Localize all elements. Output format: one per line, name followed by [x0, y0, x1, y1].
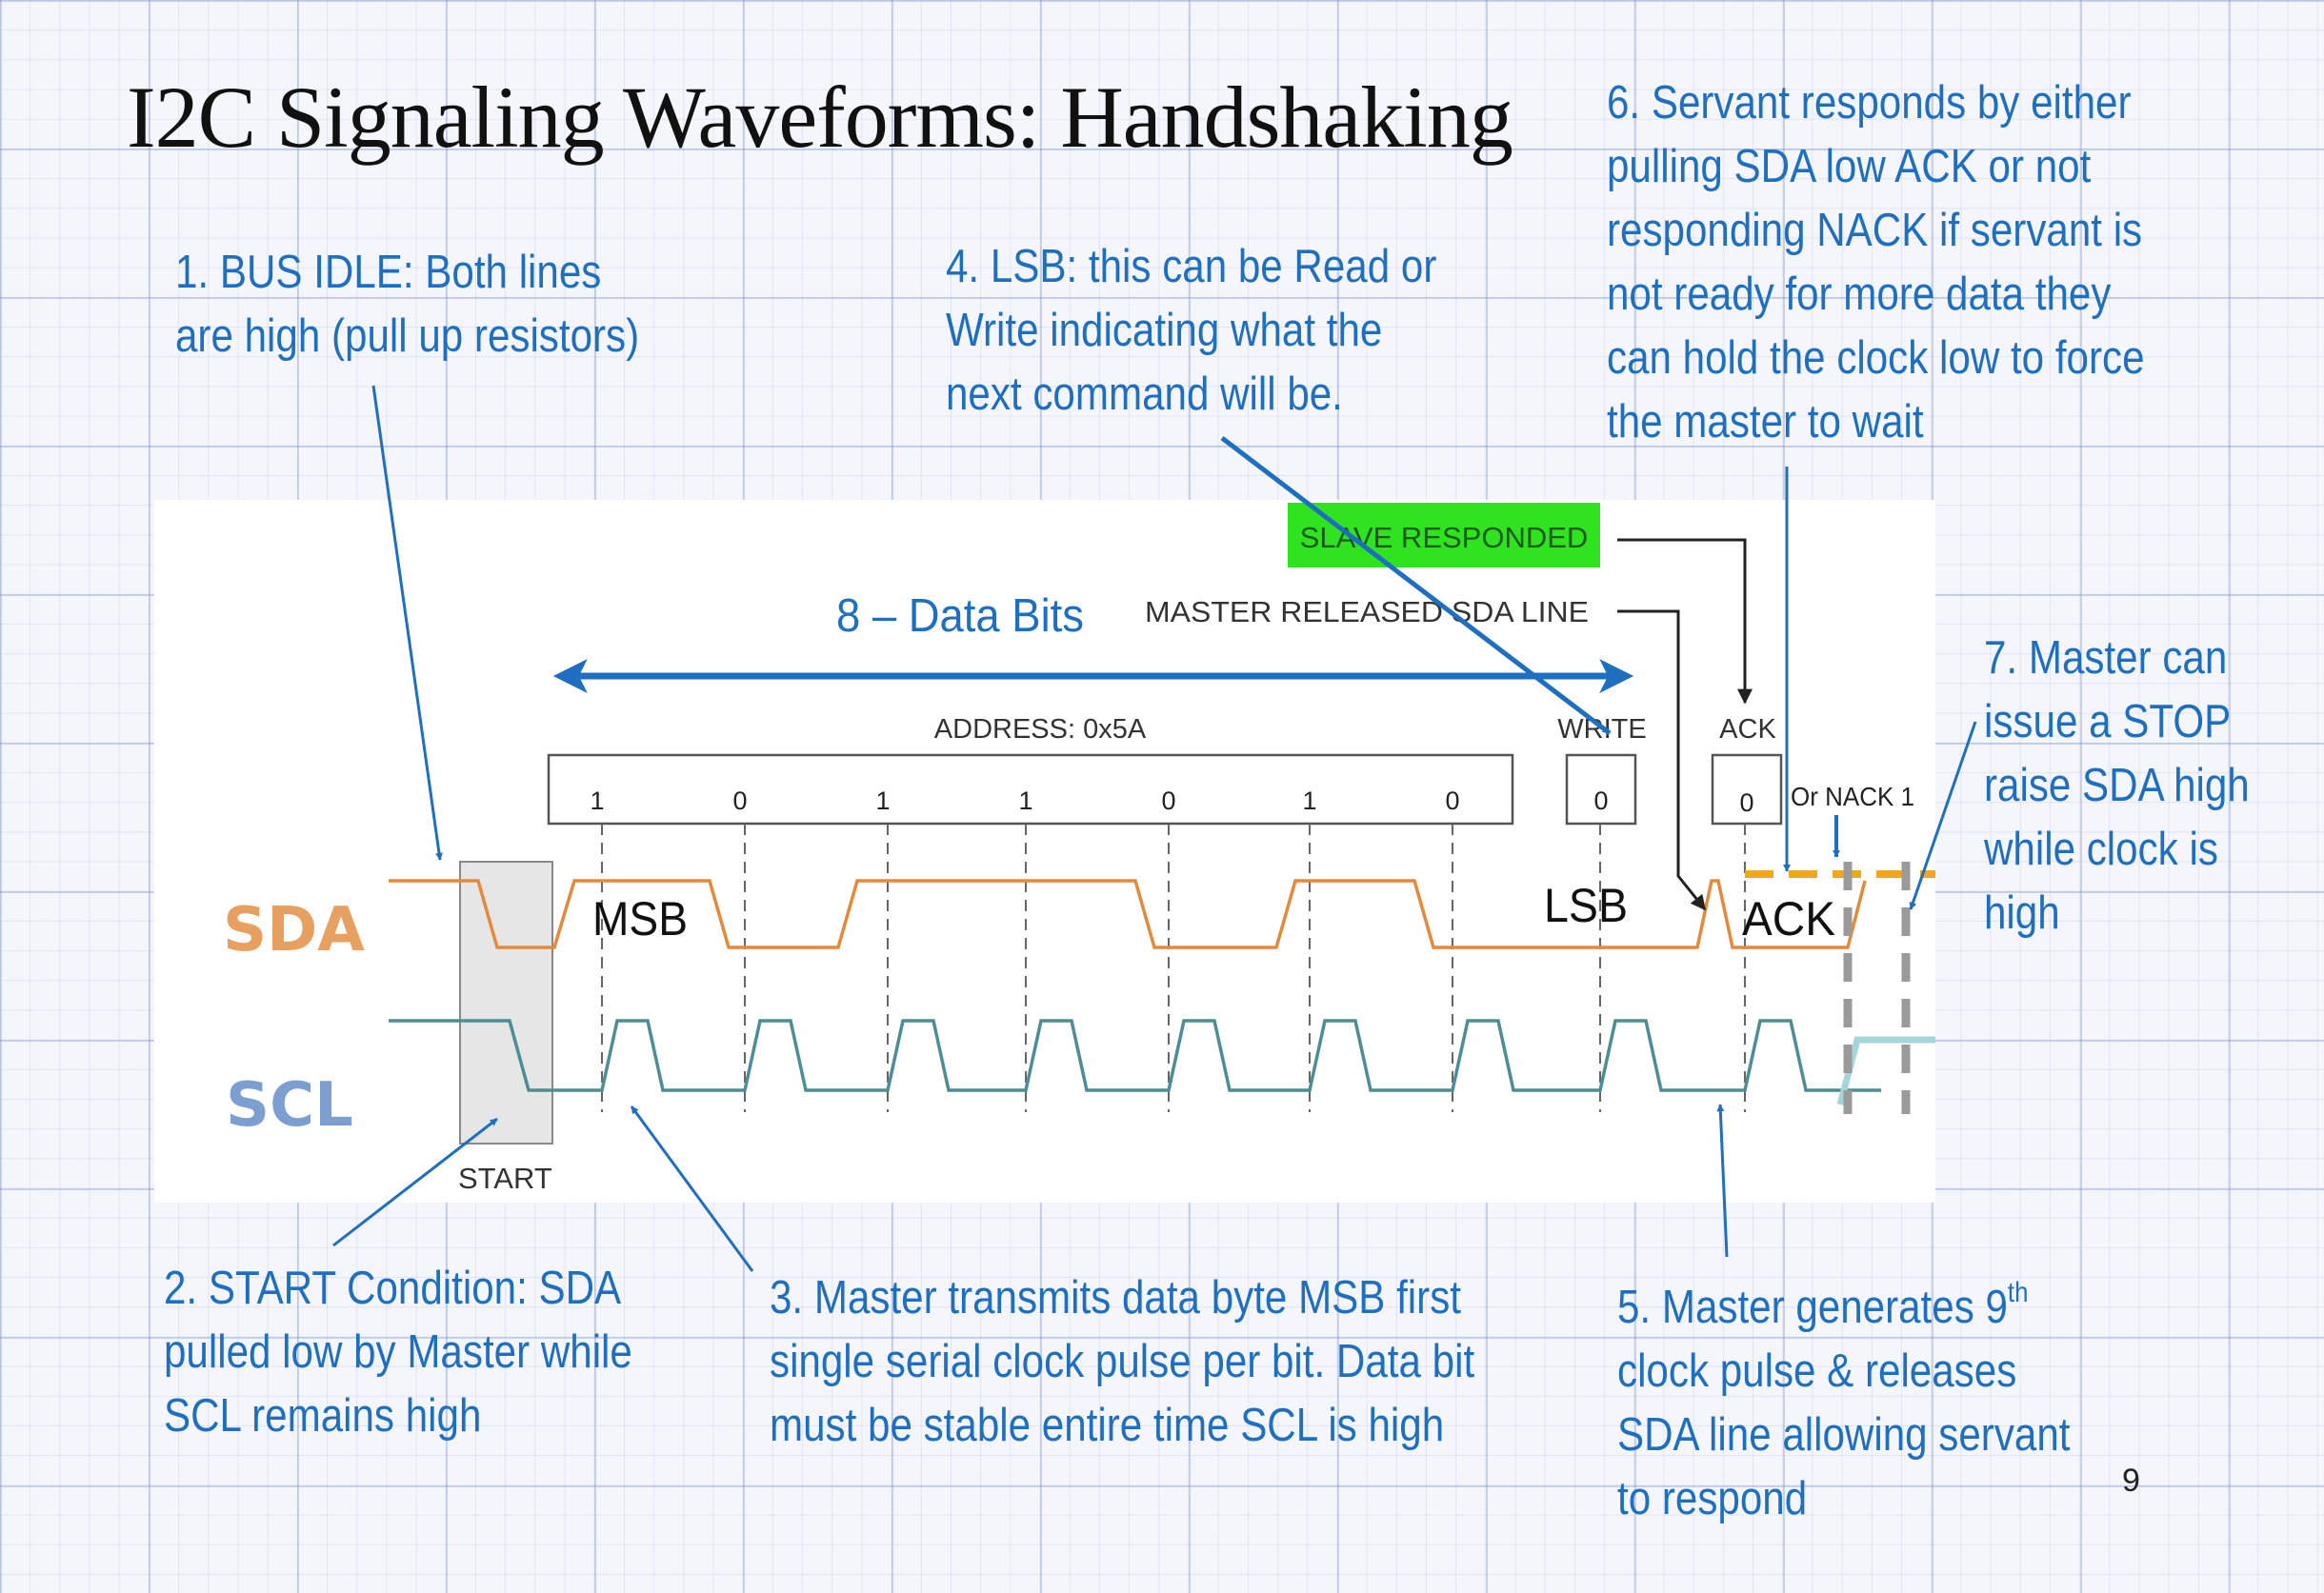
note-line: SDA line allowing servant — [1617, 1409, 2071, 1461]
note-line: next command will be. — [946, 368, 1343, 420]
slave-responded-arrow — [1617, 538, 1753, 705]
address-bit: 0 — [732, 787, 747, 815]
address-bit: 0 — [1445, 787, 1459, 815]
slave-responded-badge — [1288, 503, 1600, 568]
note-line: are high (pull up resistors) — [175, 310, 640, 362]
note-start-condition: 2. START Condition: SDA pulled low by Ma… — [164, 1257, 632, 1448]
note-text: 5. Master generates 9 — [1617, 1282, 2008, 1333]
note-line: 7. Master can — [1984, 632, 2228, 684]
ack-bit-value: 0 — [1739, 788, 1753, 817]
scl-waveform — [389, 1019, 1881, 1092]
note-line: while clock is — [1984, 824, 2218, 875]
note-line: to respond — [1617, 1473, 1808, 1524]
scl-label: SCL — [226, 1070, 353, 1141]
page-number: 9 — [2122, 1463, 2140, 1499]
msb-label: MSB — [592, 892, 688, 946]
note-line: Write indicating what the — [946, 305, 1383, 356]
note-line: SCL remains high — [164, 1390, 482, 1442]
start-label: START — [458, 1162, 552, 1195]
start-arrow — [332, 1117, 498, 1247]
nack-label: Or NACK 1 — [1791, 782, 1914, 811]
address-bit: 1 — [590, 787, 604, 815]
address-box — [547, 753, 1514, 826]
note-line: single serial clock pulse per bit. Data … — [770, 1336, 1475, 1387]
data-bits-label: 8 – Data Bits — [836, 590, 1084, 642]
lsb-arrow — [1220, 436, 1612, 735]
note-line: clock pulse & releases — [1617, 1345, 2017, 1397]
note-bus-idle: 1. BUS IDLE: Both lines are high (pull u… — [175, 241, 639, 368]
write-bit-value: 0 — [1593, 787, 1608, 815]
superscript: th — [2007, 1277, 2029, 1308]
address-bit: 0 — [1161, 787, 1175, 815]
slide-title: I2C Signaling Waveforms: Handshaking — [127, 69, 1513, 166]
note-line: must be stable entire time SCL is high — [770, 1400, 1445, 1451]
note-line: can hold the clock low to force — [1607, 332, 2145, 384]
scl-stop-segment — [1836, 1036, 1935, 1105]
note-line: 4. LSB: this can be Read or — [946, 241, 1437, 292]
slave-responded-label: SLAVE RESPONDED — [1300, 521, 1589, 554]
sda-waveform — [389, 879, 1867, 949]
note-line: 6. Servant responds by either — [1607, 77, 2132, 129]
bus-idle-arrow — [371, 385, 443, 861]
address-bit: 1 — [1302, 787, 1316, 815]
note-line: issue a STOP — [1984, 696, 2232, 747]
address-bit: 1 — [1018, 787, 1032, 815]
address-bits: 1 0 1 1 0 1 0 0 0 — [590, 787, 1753, 817]
note-line: raise SDA high — [1984, 760, 2250, 811]
note-lsb: 4. LSB: this can be Read or Write indica… — [946, 235, 1436, 427]
ack-bit-box — [1711, 753, 1783, 826]
note-ninth-clock: 5. Master generates 9th clock pulse & re… — [1617, 1276, 2070, 1531]
address-label: ADDRESS: 0x5A — [934, 714, 1147, 745]
start-highlight-box — [459, 861, 553, 1145]
note-line: high — [1984, 887, 2060, 939]
transmit-arrow — [630, 1105, 754, 1272]
annotation-arrows — [332, 385, 1977, 1272]
ack-wave-label: ACK — [1742, 892, 1835, 946]
diagram-panel — [154, 500, 1935, 1203]
note-line: pulled low by Master while — [164, 1326, 632, 1378]
sda-label: SDA — [223, 895, 365, 966]
note-line: pulling SDA low ACK or not — [1607, 141, 2092, 192]
write-bit-box — [1565, 753, 1637, 826]
note-line: 2. START Condition: SDA — [164, 1263, 622, 1314]
stop-arrow — [1909, 721, 1977, 910]
address-bit: 1 — [875, 787, 890, 815]
note-line: 3. Master transmits data byte MSB first — [770, 1272, 1461, 1324]
note-servant-responds: 6. Servant responds by either pulling SD… — [1607, 71, 2145, 454]
ack-label: ACK — [1719, 714, 1776, 745]
note-line: the master to wait — [1607, 396, 1924, 448]
note-line: responding NACK if servant is — [1607, 205, 2143, 256]
master-released-label: MASTER RELEASED SDA LINE — [1145, 595, 1589, 628]
note-line: not ready for more data they — [1607, 269, 2112, 320]
note-line: 1. BUS IDLE: Both lines — [175, 247, 602, 298]
master-released-arrow — [1617, 609, 1707, 911]
note-line: 5. Master generates 9th — [1617, 1276, 2070, 1340]
note-master-transmits: 3. Master transmits data byte MSB first … — [770, 1266, 1474, 1458]
lsb-label: LSB — [1544, 879, 1628, 932]
ninth-clock-arrow — [1716, 1104, 1729, 1258]
note-stop: 7. Master can issue a STOP raise SDA hig… — [1984, 627, 2250, 946]
